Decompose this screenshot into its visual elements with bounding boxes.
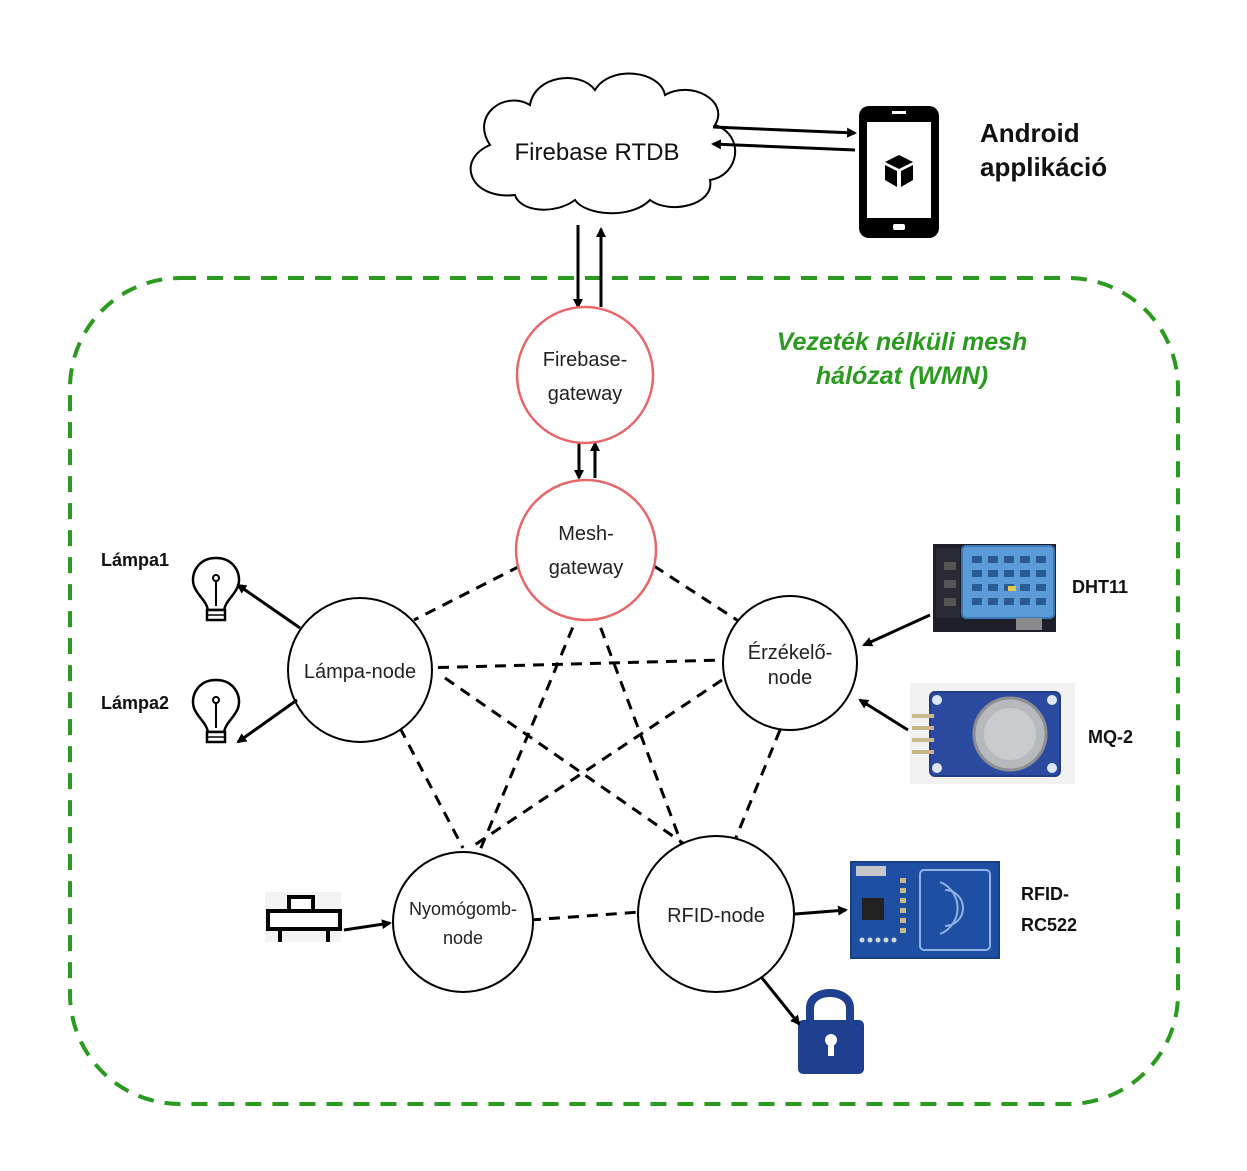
cloud-to-phone-arrow bbox=[712, 125, 857, 138]
rfid-node-label: RFID-node bbox=[667, 905, 765, 927]
rfid-label-line2: RC522 bbox=[1021, 915, 1077, 935]
dht11-to-erzekelo-arrow bbox=[862, 613, 931, 647]
erzekelo-node-line1: Érzékelő- bbox=[748, 641, 832, 664]
dht11-sensor-icon bbox=[933, 544, 1056, 632]
firebase-gateway-line1: Firebase- bbox=[543, 349, 627, 371]
android-label-line1: Android bbox=[980, 118, 1080, 148]
lampa-node-to-lampa2-arrow bbox=[236, 698, 298, 744]
dht11-label: DHT11 bbox=[1072, 577, 1128, 597]
mesh-gateway-line1: Mesh- bbox=[558, 523, 614, 545]
rfid-node: RFID-node bbox=[637, 835, 795, 993]
lampa2-label: Lámpa2 bbox=[101, 693, 169, 713]
mesh-title-line1: Vezeték nélküli mesh bbox=[777, 328, 1028, 356]
lampa-node: Lámpa-node bbox=[287, 597, 433, 743]
bulb-icon bbox=[191, 678, 241, 744]
phone-icon bbox=[859, 106, 939, 238]
nyomogomb-node: Nyomógomb- node bbox=[392, 851, 534, 993]
erzekelo-node: Érzékelő- node bbox=[722, 595, 858, 731]
erzekelo-node-line2: node bbox=[768, 667, 813, 689]
mq2-to-erzekelo-arrow bbox=[858, 698, 909, 732]
mq2-label: MQ-2 bbox=[1088, 727, 1133, 747]
button-icon bbox=[265, 892, 342, 942]
mq2-sensor-icon bbox=[910, 683, 1075, 784]
lampa-node-label: Lámpa-node bbox=[304, 661, 416, 683]
cloud-icon bbox=[469, 72, 737, 215]
mesh-network-boundary bbox=[68, 276, 1180, 1106]
rfid-label-line1: RFID- bbox=[1021, 884, 1069, 904]
firebase-gateway-node: Firebase- gateway bbox=[515, 305, 655, 445]
rfid-node-to-lock-arrow bbox=[760, 977, 801, 1026]
android-label-line2: applikáció bbox=[980, 152, 1107, 182]
rfid-board-icon bbox=[850, 861, 1000, 959]
nyomogomb-node-line2: node bbox=[443, 928, 483, 948]
firebase-gateway-line2: gateway bbox=[548, 383, 623, 405]
lock-icon bbox=[798, 989, 864, 1074]
mesh-links bbox=[398, 564, 782, 922]
mesh-gateway-node: Mesh- gateway bbox=[514, 478, 658, 622]
button-to-nyomogomb-arrow bbox=[343, 919, 392, 932]
mesh-title-line2: hálózat (WMN) bbox=[816, 362, 988, 390]
box-icon bbox=[885, 155, 913, 187]
mesh-gateway-line2: gateway bbox=[549, 557, 624, 579]
cloud-label: Firebase RTDB bbox=[515, 139, 680, 166]
phone-to-cloud-arrow bbox=[711, 139, 856, 152]
nyomogomb-node-line1: Nyomógomb- bbox=[409, 899, 517, 919]
bulb-icon bbox=[191, 556, 241, 622]
lampa1-label: Lámpa1 bbox=[101, 550, 169, 570]
lampa-node-to-lampa1-arrow bbox=[236, 583, 301, 630]
rfid-node-to-board-arrow bbox=[794, 905, 848, 916]
